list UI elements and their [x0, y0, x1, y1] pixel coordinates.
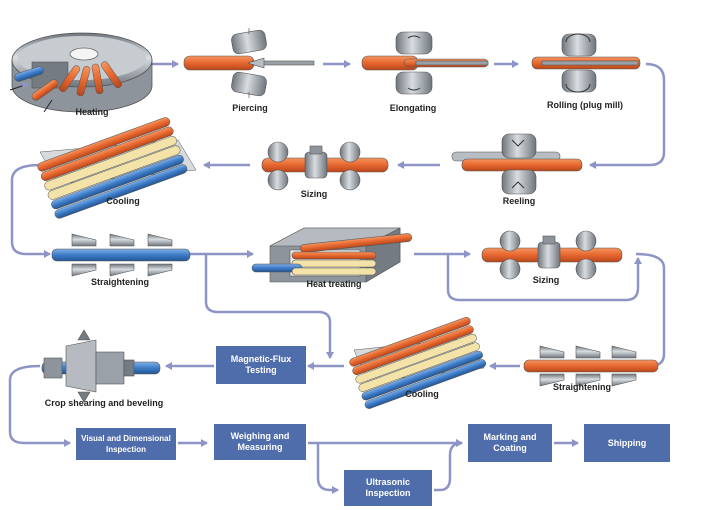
straightening-2-label: Straightening [553, 382, 611, 392]
arrow-heat-treating-bypass-sizing [446, 254, 642, 302]
heat-treating-label: Heat treating [306, 279, 362, 289]
shipping-box: Shipping [584, 424, 670, 462]
piercing-label: Piercing [232, 103, 268, 113]
elongating-label: Elongating [389, 103, 437, 113]
arrow-ultrasonic-to-marking [434, 439, 463, 492]
heating-label: Heating [75, 107, 109, 117]
sizing-mill-2-illustration [481, 230, 623, 280]
arrow-crop-to-visual [8, 364, 71, 447]
heating-furnace-illustration [9, 32, 153, 113]
sizing-2-label: Sizing [532, 275, 560, 285]
cooling-2-label: Cooling [405, 389, 439, 399]
arrow-weighing-to-ultrasonic [316, 443, 339, 494]
marking-coating-box: Marking and Coating [468, 424, 552, 462]
crop-shearing-machine-illustration [41, 329, 161, 403]
arrow-straightening-branch-to-magnetic [204, 254, 334, 359]
rolling-plug-mill-label: Rolling (plug mill) [547, 100, 623, 110]
cooling-bed-2-illustration [349, 316, 486, 409]
sizing-mill-1-illustration [261, 141, 389, 191]
ultrasonic-inspection-box: Ultrasonic Inspection [344, 470, 432, 506]
piercing-mill-illustration [183, 28, 315, 98]
straightening-machine-1-illustration [51, 233, 191, 277]
weighing-measuring-box: Weighing and Measuring [214, 424, 306, 460]
crop-shearing-label: Crop shearing and beveling [44, 398, 164, 408]
elongating-mill-illustration [361, 31, 489, 95]
arrow-cooling-to-straightening [10, 163, 51, 258]
straightening-1-label: Straightening [91, 277, 149, 287]
rolling-plug-mill-illustration [531, 33, 641, 93]
reeling-mill-illustration [451, 133, 583, 195]
cooling-bed-1-illustration [37, 117, 197, 219]
straightening-machine-2-illustration [523, 345, 659, 387]
reeling-label: Reeling [502, 196, 536, 206]
sizing-1-label: Sizing [300, 189, 328, 199]
heat-treating-furnace-illustration [251, 227, 413, 283]
flow-arrows [8, 60, 666, 494]
magnetic-flux-testing-box: Magnetic-Flux Testing [216, 346, 306, 384]
visual-dimensional-inspection-box: Visual and Dimensional Inspection [76, 428, 176, 460]
cooling-1-label: Cooling [106, 196, 140, 206]
arrow-rolling-to-reeling [589, 62, 666, 169]
